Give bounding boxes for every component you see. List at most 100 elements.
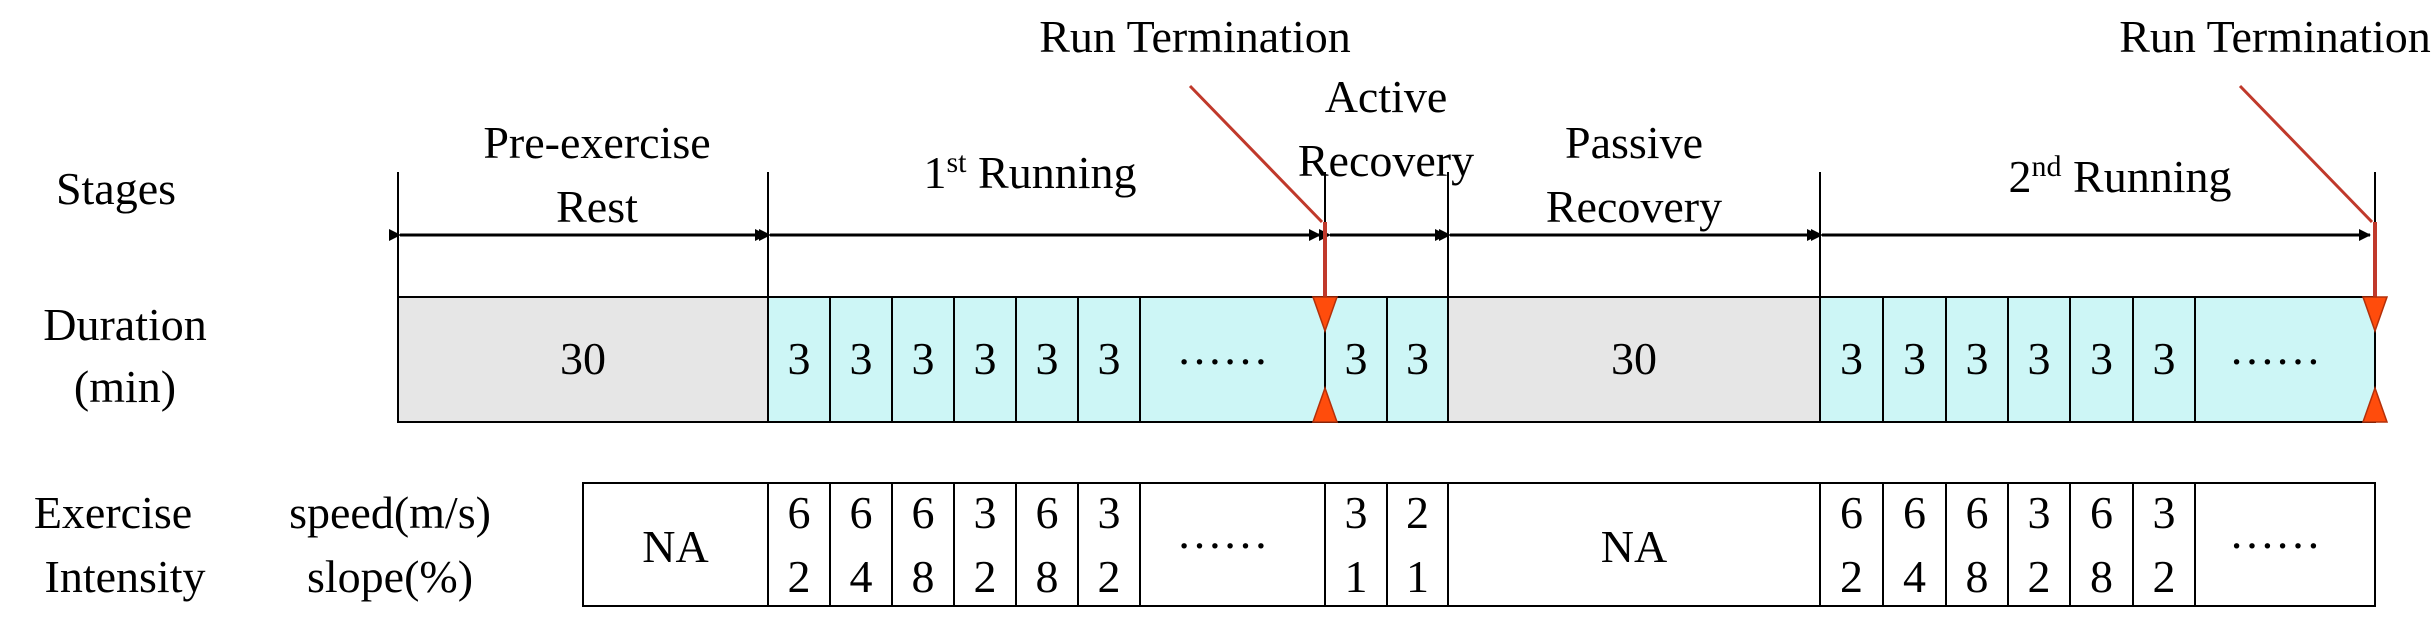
duration-active-cell: [1386, 296, 1449, 423]
duration-passive-value: 30: [1611, 333, 1657, 384]
stage-label-pre: Pre-exercise: [483, 117, 710, 168]
duration-run2-more-cell: [2194, 296, 2376, 423]
intensity-run1-speed: 6: [912, 487, 935, 538]
duration-run2-cell: [1882, 296, 1947, 423]
intensity-run1-slope: 4: [850, 551, 873, 602]
stage-label-run2: 2nd Running: [2009, 150, 2232, 202]
intensity-run2-slope: 4: [1903, 551, 1926, 602]
duration-run1-cell: [953, 296, 1017, 423]
intensity-run2-slope: 2: [2028, 551, 2051, 602]
intensity-run1-ellipsis: ……: [1177, 507, 1269, 558]
run-termination-leader: [1188, 84, 1324, 224]
intensity-run1-speed: 6: [1036, 487, 1059, 538]
intensity-run2-speed: 3: [2153, 487, 2176, 538]
duration-pre-value: 30: [560, 333, 606, 384]
intensity-run1-speed: 3: [1098, 487, 1121, 538]
intensity-run2-speed: 6: [1903, 487, 1926, 538]
duration-run1-value: 3: [788, 333, 811, 384]
termination-marker-top: [1311, 296, 1339, 334]
stage-label-passive: Passive: [1565, 117, 1703, 168]
intensity-active-slope: 1: [1345, 551, 1368, 602]
intensity-active-slope: 1: [1406, 551, 1429, 602]
intensity-run2-speed: 6: [2090, 487, 2113, 538]
intensity-passive-value: NA: [1601, 521, 1667, 572]
intensity-run1-speed: 6: [788, 487, 811, 538]
termination-marker-bottom: [2361, 385, 2389, 423]
duration-run1-value: 3: [974, 333, 997, 384]
termination-marker-bottom: [1311, 385, 1339, 423]
intensity-pre-box: [582, 482, 769, 607]
intensity-run2-slope: 8: [2090, 551, 2113, 602]
intensity-run1-more-cell: [1139, 482, 1326, 607]
intensity-run1-cell: [829, 482, 893, 607]
stage-label-passive: Recovery: [1546, 181, 1722, 232]
intensity-run2-speed: 6: [1966, 487, 1989, 538]
duration-run2-value: 3: [2153, 333, 2176, 384]
duration-active-cell: [1324, 296, 1388, 423]
stage-label-active: Recovery: [1298, 135, 1474, 186]
intensity-run1-speed: 6: [850, 487, 873, 538]
duration-run2-value: 3: [1966, 333, 1989, 384]
intensity-run2-speed: 3: [2028, 487, 2051, 538]
run-termination-label: Run Termination: [2119, 11, 2431, 62]
duration-passive-box: [1447, 296, 1821, 423]
intensity-run2-cell: [1882, 482, 1947, 607]
duration-run1-cell: [767, 296, 831, 423]
duration-run2-cell: [1819, 296, 1884, 423]
run-termination-leader: [2238, 84, 2374, 224]
duration-run2-cell: [1945, 296, 2009, 423]
intensity-run1-cell: [891, 482, 955, 607]
intensity-run1-slope: 2: [788, 551, 811, 602]
intensity-run1-speed: 3: [974, 487, 997, 538]
intensity-run2-cell: [2069, 482, 2134, 607]
duration-run1-cell: [891, 296, 955, 423]
duration-run1-value: 3: [912, 333, 935, 384]
row-label-exercise: Intensity: [45, 551, 206, 602]
duration-run1-ellipsis: ……: [1177, 323, 1269, 374]
intensity-pre-value: NA: [642, 521, 708, 572]
intensity-active-speed: 3: [1345, 487, 1368, 538]
duration-run1-value: 3: [1036, 333, 1059, 384]
stage-label-run1: 1st Running: [924, 146, 1137, 198]
row-label-speed: speed(m/s): [289, 487, 491, 538]
intensity-run2-cell: [2132, 482, 2196, 607]
row-label-exercise: Exercise: [34, 487, 192, 538]
intensity-run2-ellipsis: ……: [2229, 507, 2321, 558]
stage-label-active: Active: [1325, 71, 1448, 122]
intensity-run2-slope: 2: [2153, 551, 2176, 602]
run-termination-label: Run Termination: [1039, 11, 1351, 62]
intensity-active-speed: 2: [1406, 487, 1429, 538]
row-label-stages: Stages: [56, 163, 176, 214]
intensity-passive-box: [1447, 482, 1821, 607]
row-label-duration: Duration: [43, 299, 207, 350]
intensity-run1-slope: 8: [1036, 551, 1059, 602]
intensity-run2-slope: 2: [1840, 551, 1863, 602]
duration-run2-value: 3: [2090, 333, 2113, 384]
intensity-run2-speed: 6: [1840, 487, 1863, 538]
intensity-active-cell: [1324, 482, 1388, 607]
duration-run2-cell: [2132, 296, 2196, 423]
duration-run1-value: 3: [1098, 333, 1121, 384]
duration-active-value: 3: [1406, 333, 1429, 384]
intensity-run1-cell: [1015, 482, 1079, 607]
row-label-duration: (min): [74, 361, 176, 412]
duration-run1-more-cell: [1139, 296, 1326, 423]
duration-run2-value: 3: [1840, 333, 1863, 384]
duration-run2-cell: [2069, 296, 2134, 423]
duration-run1-value: 3: [850, 333, 873, 384]
duration-run1-cell: [1077, 296, 1141, 423]
intensity-run1-slope: 8: [912, 551, 935, 602]
duration-run2-ellipsis: ……: [2229, 323, 2321, 374]
row-label-slope: slope(%): [307, 551, 473, 602]
intensity-run2-slope: 8: [1966, 551, 1989, 602]
intensity-run1-slope: 2: [974, 551, 997, 602]
termination-marker-top: [2361, 296, 2389, 334]
duration-active-value: 3: [1345, 333, 1368, 384]
duration-run1-cell: [1015, 296, 1079, 423]
duration-run2-value: 3: [1903, 333, 1926, 384]
intensity-active-cell: [1386, 482, 1449, 607]
duration-run2-value: 3: [2028, 333, 2051, 384]
duration-pre-rest-box: [397, 296, 769, 423]
intensity-run2-more-cell: [2194, 482, 2376, 607]
